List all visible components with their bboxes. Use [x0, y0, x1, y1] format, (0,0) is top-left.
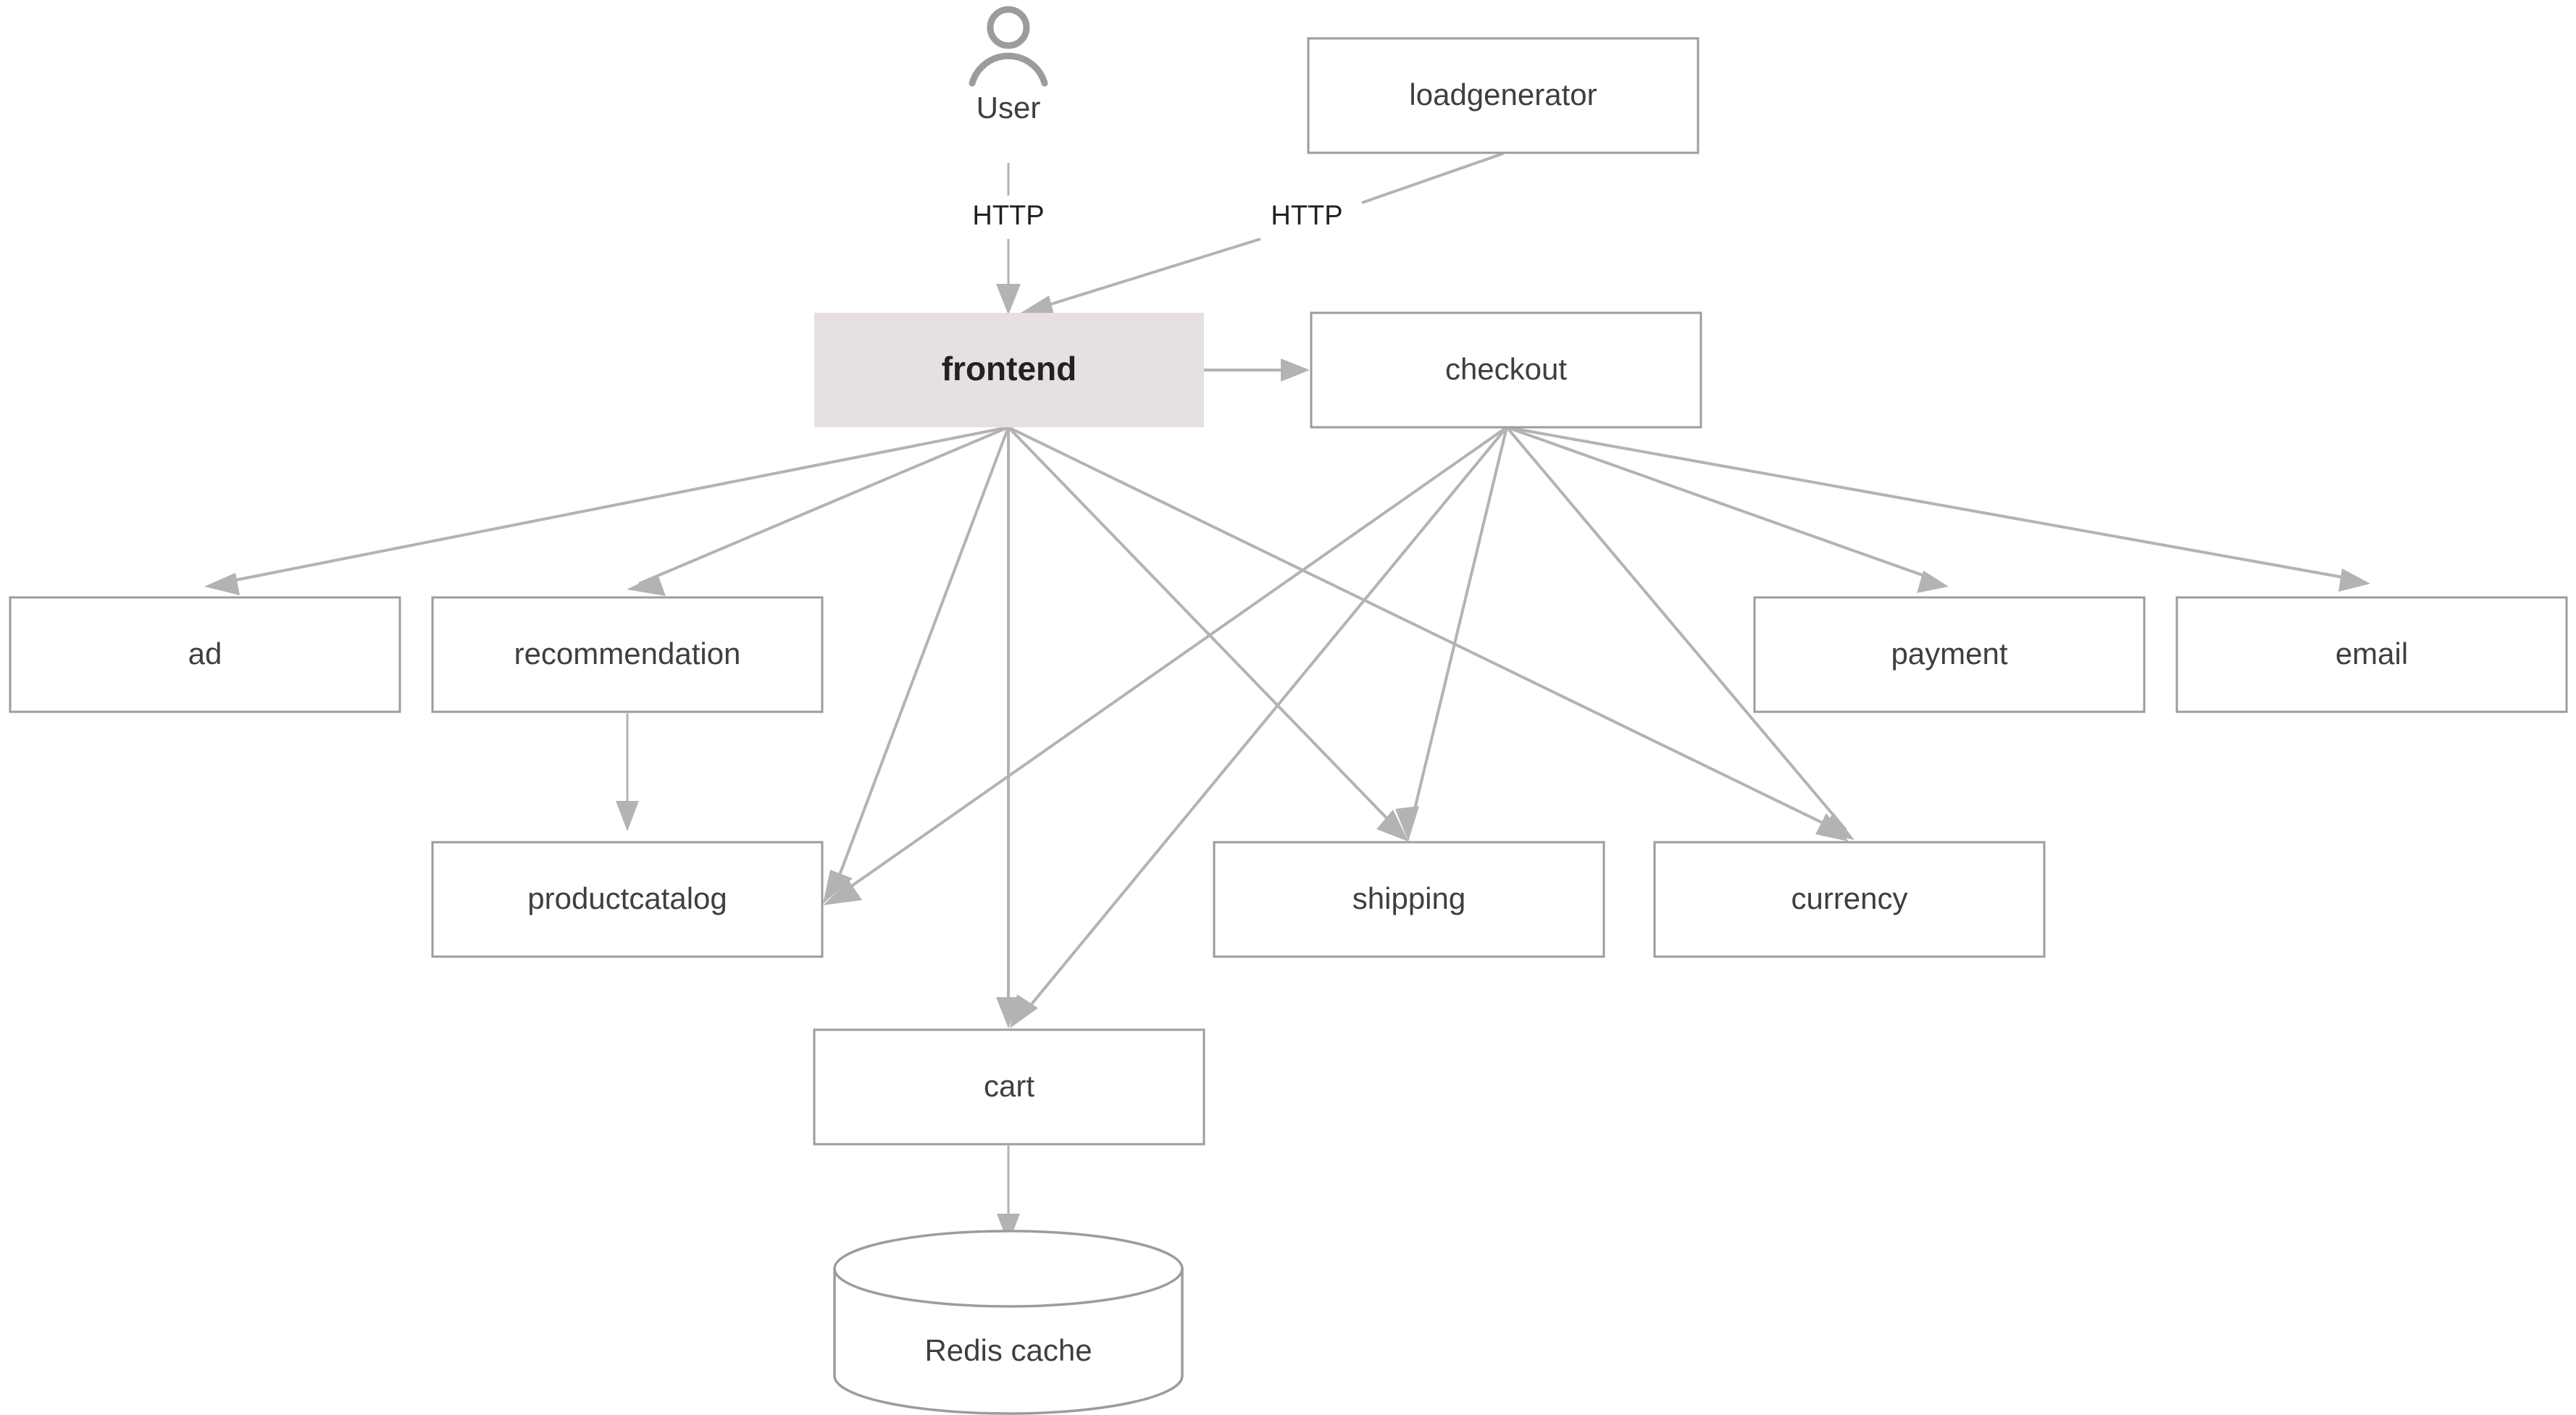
node-shipping[interactable]: shipping: [1213, 841, 1605, 958]
node-loadgenerator-label: loadgenerator: [1409, 77, 1597, 112]
node-cart[interactable]: cart: [813, 1028, 1205, 1146]
node-productcatalog[interactable]: productcatalog: [431, 841, 824, 958]
node-payment-label: payment: [1891, 637, 2007, 671]
edge-frontend-to-productcatalog: [823, 427, 1010, 904]
node-loadgenerator[interactable]: loadgenerator: [1307, 37, 1699, 154]
edge-frontend-to-checkout: [1204, 358, 1310, 382]
edges-layer: [204, 152, 2370, 1244]
edge-loadgenerator-to-frontend: [1019, 152, 1504, 317]
edge-checkout-to-cart: [1010, 426, 1508, 1028]
edge-frontend-to-cart: [996, 427, 1021, 1028]
node-cart-label: cart: [984, 1069, 1034, 1103]
node-ad-label: ad: [188, 637, 222, 671]
edge-checkout-to-payment: [1506, 426, 1949, 593]
node-checkout[interactable]: checkout: [1310, 311, 1702, 429]
edge-frontend-to-ad: [204, 426, 1009, 595]
node-shipping-label: shipping: [1352, 881, 1465, 915]
node-recommendation[interactable]: recommendation: [431, 596, 824, 713]
edge-cart-to-redis: [997, 1146, 1020, 1244]
actor-user-label: User: [977, 91, 1041, 125]
node-email[interactable]: email: [2175, 596, 2568, 713]
person-icon: [969, 6, 1048, 87]
edge-checkout-to-email: [1506, 426, 2370, 592]
node-redis-cache[interactable]: Redis cache: [833, 1230, 1184, 1415]
node-currency[interactable]: currency: [1653, 841, 2046, 958]
edge-label-user-http: HTTP: [972, 201, 1044, 231]
actor-user[interactable]: User: [969, 6, 1048, 125]
edge-frontend-to-shipping: [1007, 426, 1408, 841]
node-currency-label: currency: [1791, 881, 1907, 915]
node-redis-cache-label: Redis cache: [924, 1333, 1092, 1367]
node-checkout-label: checkout: [1445, 352, 1567, 386]
edge-frontend-to-currency: [1008, 426, 1849, 841]
node-recommendation-label: recommendation: [514, 637, 741, 671]
edge-checkout-to-currency: [1505, 426, 1854, 840]
edge-label-loadgenerator-http: HTTP: [1271, 201, 1342, 231]
edge-checkout-to-productcatalog: [823, 426, 1508, 905]
edge-recommendation-to-productcatalog: [616, 713, 639, 831]
node-payment[interactable]: payment: [1753, 596, 2146, 713]
node-frontend[interactable]: frontend: [814, 313, 1204, 427]
edge-checkout-to-shipping: [1395, 427, 1508, 841]
node-frontend-label: frontend: [942, 350, 1077, 387]
edge-frontend-to-recommendation: [627, 426, 1009, 596]
edge-user-to-frontend: [996, 163, 1021, 315]
node-productcatalog-label: productcatalog: [527, 881, 727, 915]
node-ad[interactable]: ad: [9, 596, 401, 713]
node-email-label: email: [2335, 637, 2408, 671]
